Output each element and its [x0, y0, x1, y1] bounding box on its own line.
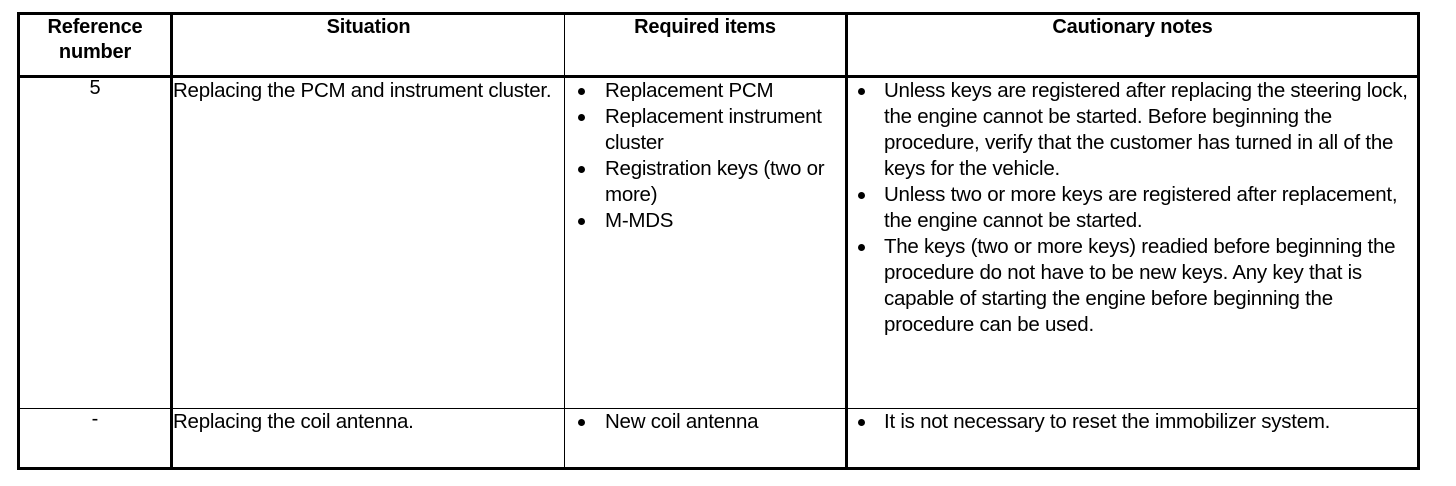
list-item-label: Replacement PCM [605, 79, 774, 102]
column-header-reference-number-line1: Reference [47, 16, 143, 38]
column-header-required-items: Required items [564, 13, 847, 78]
list-item-label: Registration keys (two or more) [605, 157, 825, 206]
bullet-icon [578, 419, 585, 426]
list-item-label: Unless two or more keys are registered a… [884, 183, 1398, 232]
bullet-icon [578, 114, 585, 121]
bullet-icon [578, 88, 585, 95]
list-item: The keys (two or more keys) readied befo… [848, 234, 1417, 338]
cell-required-items: New coil antenna [564, 408, 847, 470]
reference-number-value: - [91, 408, 99, 430]
list-item: M-MDS [565, 208, 845, 234]
required-items-list: Replacement PCM Replacement instrument c… [565, 78, 845, 234]
service-reference-table: Reference number Situation Required item… [17, 12, 1420, 470]
list-item: It is not necessary to reset the immobil… [848, 409, 1417, 435]
column-header-required-items-label: Required items [634, 16, 776, 38]
table-header-row: Reference number Situation Required item… [17, 13, 1420, 78]
bullet-icon [578, 166, 585, 173]
cell-situation: Replacing the PCM and instrument cluster… [171, 76, 565, 409]
required-items-list: New coil antenna [565, 409, 845, 435]
list-item-label: New coil antenna [605, 410, 759, 433]
bullet-icon [858, 192, 865, 199]
bullet-icon [578, 218, 585, 225]
bullet-icon [858, 244, 865, 251]
column-header-cautionary-notes-label: Cautionary notes [1052, 16, 1213, 38]
cautionary-notes-list: Unless keys are registered after replaci… [848, 78, 1417, 338]
cell-cautionary-notes: It is not necessary to reset the immobil… [845, 408, 1420, 470]
list-item-label: Replacement instrument cluster [605, 105, 822, 154]
list-item: Registration keys (two or more) [565, 156, 845, 208]
list-item: Replacement PCM [565, 78, 845, 104]
list-item: New coil antenna [565, 409, 845, 435]
list-item: Unless two or more keys are registered a… [848, 182, 1417, 234]
situation-text: Replacing the PCM and instrument cluster… [173, 79, 552, 102]
bullet-icon [858, 88, 865, 95]
list-item-label: M-MDS [605, 209, 674, 232]
list-item-label: It is not necessary to reset the immobil… [884, 410, 1331, 433]
table-row: - Replacing the coil antenna. New coil a… [17, 408, 1420, 470]
column-header-reference-number-line2: number [58, 41, 132, 63]
cell-reference-number: 5 [17, 76, 173, 409]
cautionary-notes-list: It is not necessary to reset the immobil… [848, 409, 1417, 435]
situation-text: Replacing the coil antenna. [173, 410, 414, 433]
cell-reference-number: - [17, 408, 173, 470]
table-row: 5 Replacing the PCM and instrument clust… [17, 76, 1420, 409]
cell-required-items: Replacement PCM Replacement instrument c… [564, 76, 847, 409]
cell-cautionary-notes: Unless keys are registered after replaci… [845, 76, 1420, 409]
column-header-situation-label: Situation [326, 16, 411, 38]
cell-situation: Replacing the coil antenna. [171, 408, 565, 470]
column-header-cautionary-notes: Cautionary notes [845, 13, 1420, 78]
reference-number-value: 5 [89, 77, 101, 99]
list-item: Replacement instrument cluster [565, 104, 845, 156]
bullet-icon [858, 419, 865, 426]
list-item-label: The keys (two or more keys) readied befo… [884, 235, 1396, 336]
list-item: Unless keys are registered after replaci… [848, 78, 1417, 182]
column-header-reference-number: Reference number [17, 13, 173, 78]
column-header-situation: Situation [171, 13, 565, 78]
list-item-label: Unless keys are registered after replaci… [884, 79, 1408, 180]
